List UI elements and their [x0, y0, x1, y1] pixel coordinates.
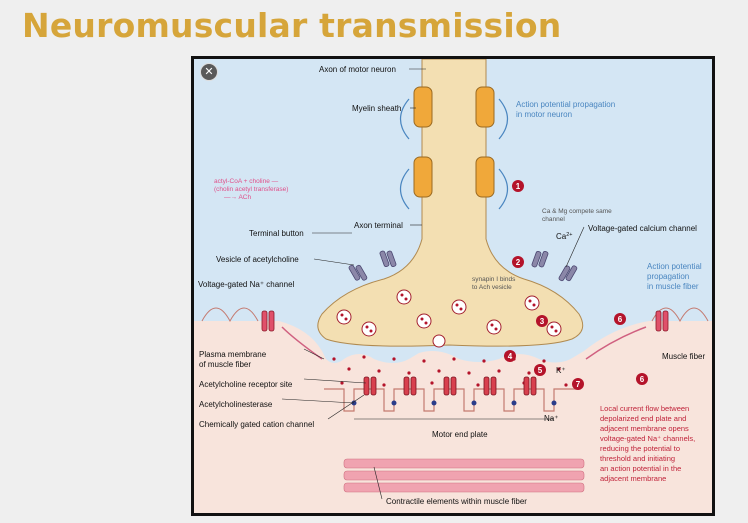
ap-arc-2 — [498, 168, 509, 210]
current-arrow-right — [585, 326, 647, 360]
step-marker-7: 7 — [576, 380, 581, 389]
step-marker-1: 1 — [516, 182, 521, 191]
step-marker-5: 5 — [538, 366, 543, 375]
label-current-7: an action potential in the — [600, 464, 681, 473]
ap-arc-3 — [399, 98, 410, 140]
muscle-membrane-right — [651, 307, 709, 323]
ach-receptors — [363, 376, 537, 396]
label-ach-receptor: Acetylcholine receptor site — [199, 380, 293, 389]
label-ca-mg-1: Ca & Mg compete same — [542, 208, 612, 215]
motor-neuron — [317, 59, 584, 347]
myelin-segment-right-2 — [475, 156, 495, 198]
label-na: Na⁺ — [544, 414, 558, 423]
label-current-6: threshold and initiating — [600, 454, 675, 463]
label-current-2: depolarized end plate and — [600, 414, 686, 423]
label-contractile: Contractile elements within muscle fiber — [386, 497, 527, 506]
na-channels — [261, 310, 669, 332]
label-ca-symbol: Ca — [556, 232, 567, 241]
figure-frame: 1 2 3 4 5 6 6 7 Axon of motor neuron Mye… — [191, 56, 715, 516]
label-ca-charge: 2+ — [566, 232, 572, 238]
label-current-5: reducing the potential to — [600, 444, 680, 453]
label-ap-neuron-2: in motor neuron — [516, 110, 572, 119]
label-ca: Ca2+ — [556, 232, 573, 241]
label-acetylcholinesterase: Acetylcholinesterase — [199, 400, 273, 409]
close-icon[interactable]: ✕ — [200, 63, 218, 81]
ach-vesicle-contents — [340, 293, 558, 333]
muscle-membrane-left — [201, 307, 259, 323]
label-plasma-membrane-2: of muscle fiber — [199, 360, 251, 369]
ach-vesicles — [336, 289, 562, 348]
neuromuscular-diagram: 1 2 3 4 5 6 6 7 Axon of motor neuron Mye… — [194, 59, 712, 513]
label-terminal-button: Terminal button — [249, 229, 304, 238]
label-synapsin-2: to Ach vesicle — [472, 284, 512, 291]
label-axon-terminal: Axon terminal — [354, 221, 403, 230]
acetylcholinesterase-molecules — [351, 400, 557, 406]
label-current-3: adjacent membrane opens — [600, 424, 689, 433]
leader-lines — [281, 68, 585, 500]
contractile-elements — [343, 458, 585, 493]
label-current-1: Local current flow between — [600, 404, 689, 413]
label-ach-synthesis-2: (cholin acetyl transferase) — [214, 186, 288, 193]
label-ach-synthesis-3: —→ ACh — [224, 194, 251, 201]
ach-molecules — [332, 355, 568, 387]
label-current-4: voltage-gated Na⁺ channels, — [600, 434, 695, 443]
label-vesicle: Vesicle of acetylcholine — [216, 255, 299, 264]
myelin-segment-left-1 — [413, 86, 433, 128]
step-marker-4: 4 — [508, 352, 513, 361]
label-chem-channel: Chemically gated cation channel — [199, 420, 314, 429]
label-synapsin-1: synapin I binds — [472, 276, 516, 283]
myelin-segment-left-2 — [413, 156, 433, 198]
label-ap-muscle-2: propagation — [647, 272, 689, 281]
myelin-segment-right-1 — [475, 86, 495, 128]
label-current-8: adjacent membrane — [600, 474, 666, 483]
label-vg-na-channel: Voltage-gated Na⁺ channel — [198, 280, 295, 289]
page-title: Neuromuscular transmission — [22, 6, 562, 45]
label-myelin: Myelin sheath — [352, 104, 401, 113]
label-ap-muscle-1: Action potential — [647, 262, 702, 271]
calcium-channels — [348, 250, 578, 282]
ap-arc-1 — [498, 98, 509, 140]
label-ap-muscle-3: in muscle fiber — [647, 282, 699, 291]
label-plasma-membrane-1: Plasma membrane — [199, 350, 267, 359]
label-vg-ca-channel: Voltage-gated calcium channel — [588, 224, 697, 233]
label-axon: Axon of motor neuron — [319, 65, 396, 74]
step-marker-3: 3 — [540, 317, 545, 326]
label-motor-end-plate: Motor end plate — [432, 430, 488, 439]
ap-arc-4 — [399, 168, 410, 210]
step-marker-6b: 6 — [640, 375, 645, 384]
step-marker-6a: 6 — [618, 315, 623, 324]
label-k: K⁺ — [556, 366, 566, 375]
step-markers: 1 2 3 4 5 6 6 7 — [504, 180, 648, 390]
label-ach-synthesis-1: actyl-CoA + choline — — [214, 178, 279, 185]
label-muscle-fiber: Muscle fiber — [662, 352, 705, 361]
step-marker-2: 2 — [516, 258, 521, 267]
label-ap-neuron-1: Action potential propagation — [516, 100, 615, 109]
label-ca-mg-2: channel — [542, 216, 565, 223]
